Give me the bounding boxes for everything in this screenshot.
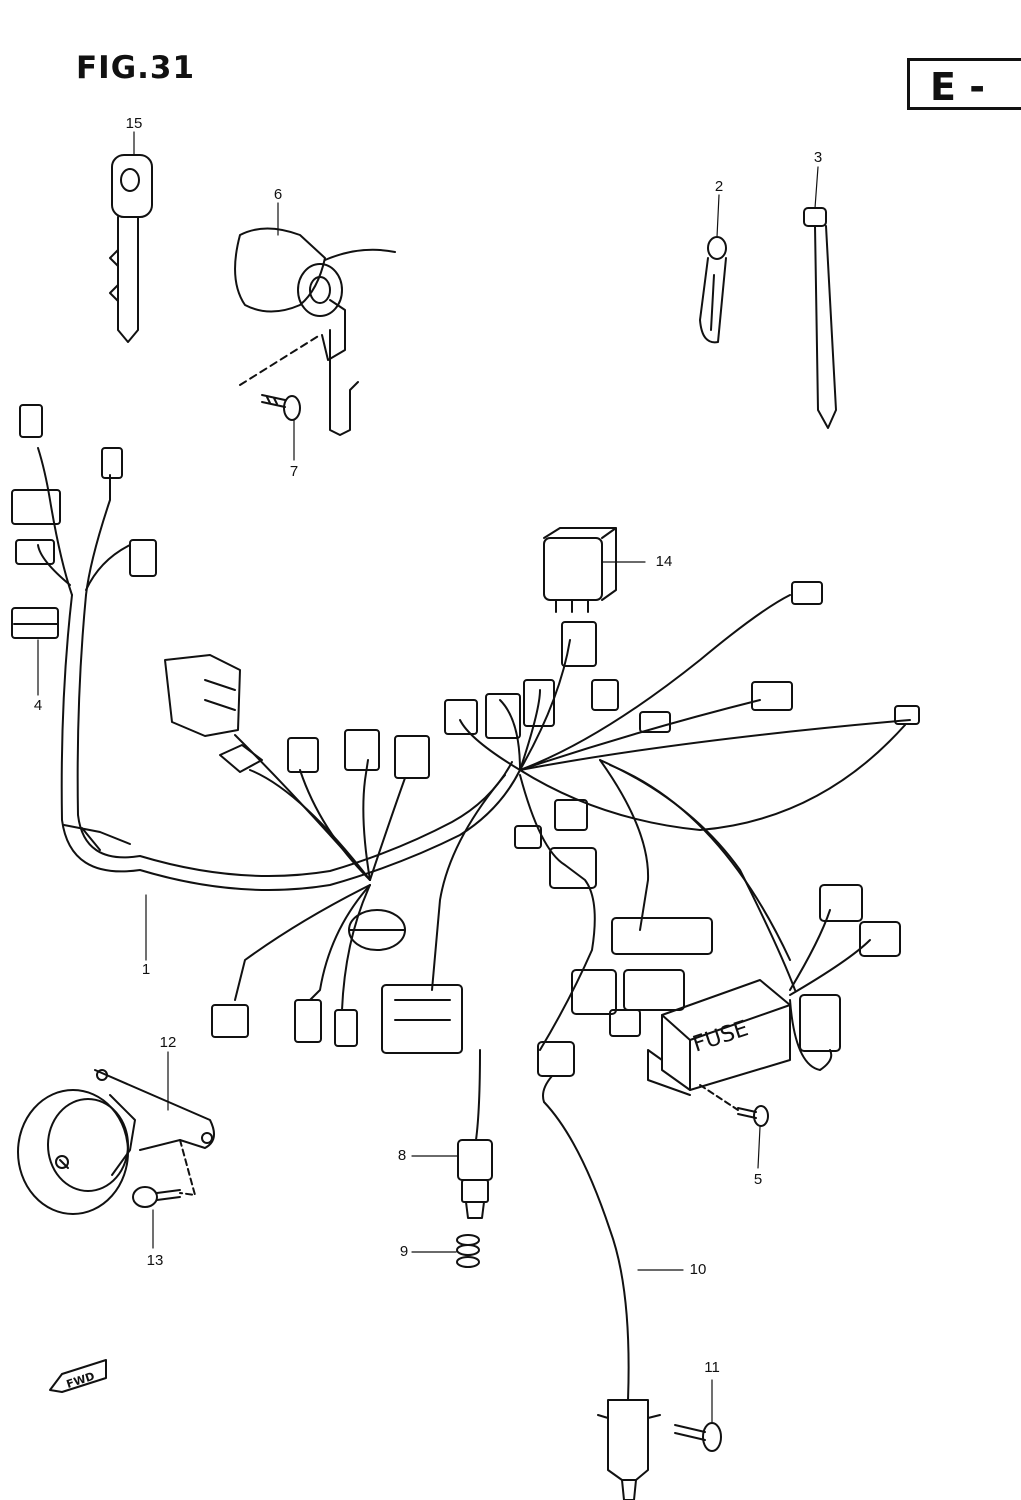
horn-item-12 — [17, 1069, 215, 1215]
screw-item-5 — [699, 1084, 769, 1127]
callout-6: 6 — [273, 186, 283, 203]
callout-3: 3 — [813, 149, 823, 166]
callout-1: 1 — [141, 961, 151, 978]
callout-15: 15 — [125, 115, 143, 132]
ignition-key — [109, 154, 153, 343]
clamp-item-2 — [699, 236, 727, 344]
callout-leaders — [37, 131, 819, 1423]
callout-11: 11 — [704, 1359, 720, 1376]
fwd-arrow-icon — [49, 1359, 107, 1393]
callout-5: 5 — [753, 1171, 763, 1188]
callout-10: 10 — [689, 1261, 707, 1278]
figure-title: FIG.31 — [76, 50, 196, 86]
callout-14: 14 — [655, 553, 673, 570]
callout-13: 13 — [146, 1252, 164, 1269]
o-ring-item-9 — [456, 1234, 480, 1268]
cable-tie-item-3 — [803, 207, 837, 429]
callout-7: 7 — [289, 463, 299, 480]
relay-item-14 — [543, 527, 617, 613]
callout-4: 4 — [33, 697, 43, 714]
bolt-item-11 — [674, 1422, 722, 1452]
ignition-switch — [234, 227, 396, 436]
screw-item-7 — [261, 394, 301, 421]
section-label: E - — [930, 65, 985, 109]
switch-item-8 — [457, 1049, 493, 1219]
callout-2: 2 — [714, 178, 724, 195]
callout-8: 8 — [397, 1147, 407, 1164]
callout-9: 9 — [399, 1243, 409, 1260]
section-box: E - — [907, 58, 1021, 110]
callout-12: 12 — [159, 1034, 177, 1051]
fwd-label: FWD — [65, 1370, 96, 1391]
fuse-label: FUSE — [690, 1016, 752, 1057]
bolt-item-13 — [132, 1139, 196, 1208]
main-wiring-harness — [11, 404, 920, 1096]
sensor-item-10 — [537, 1041, 661, 1500]
